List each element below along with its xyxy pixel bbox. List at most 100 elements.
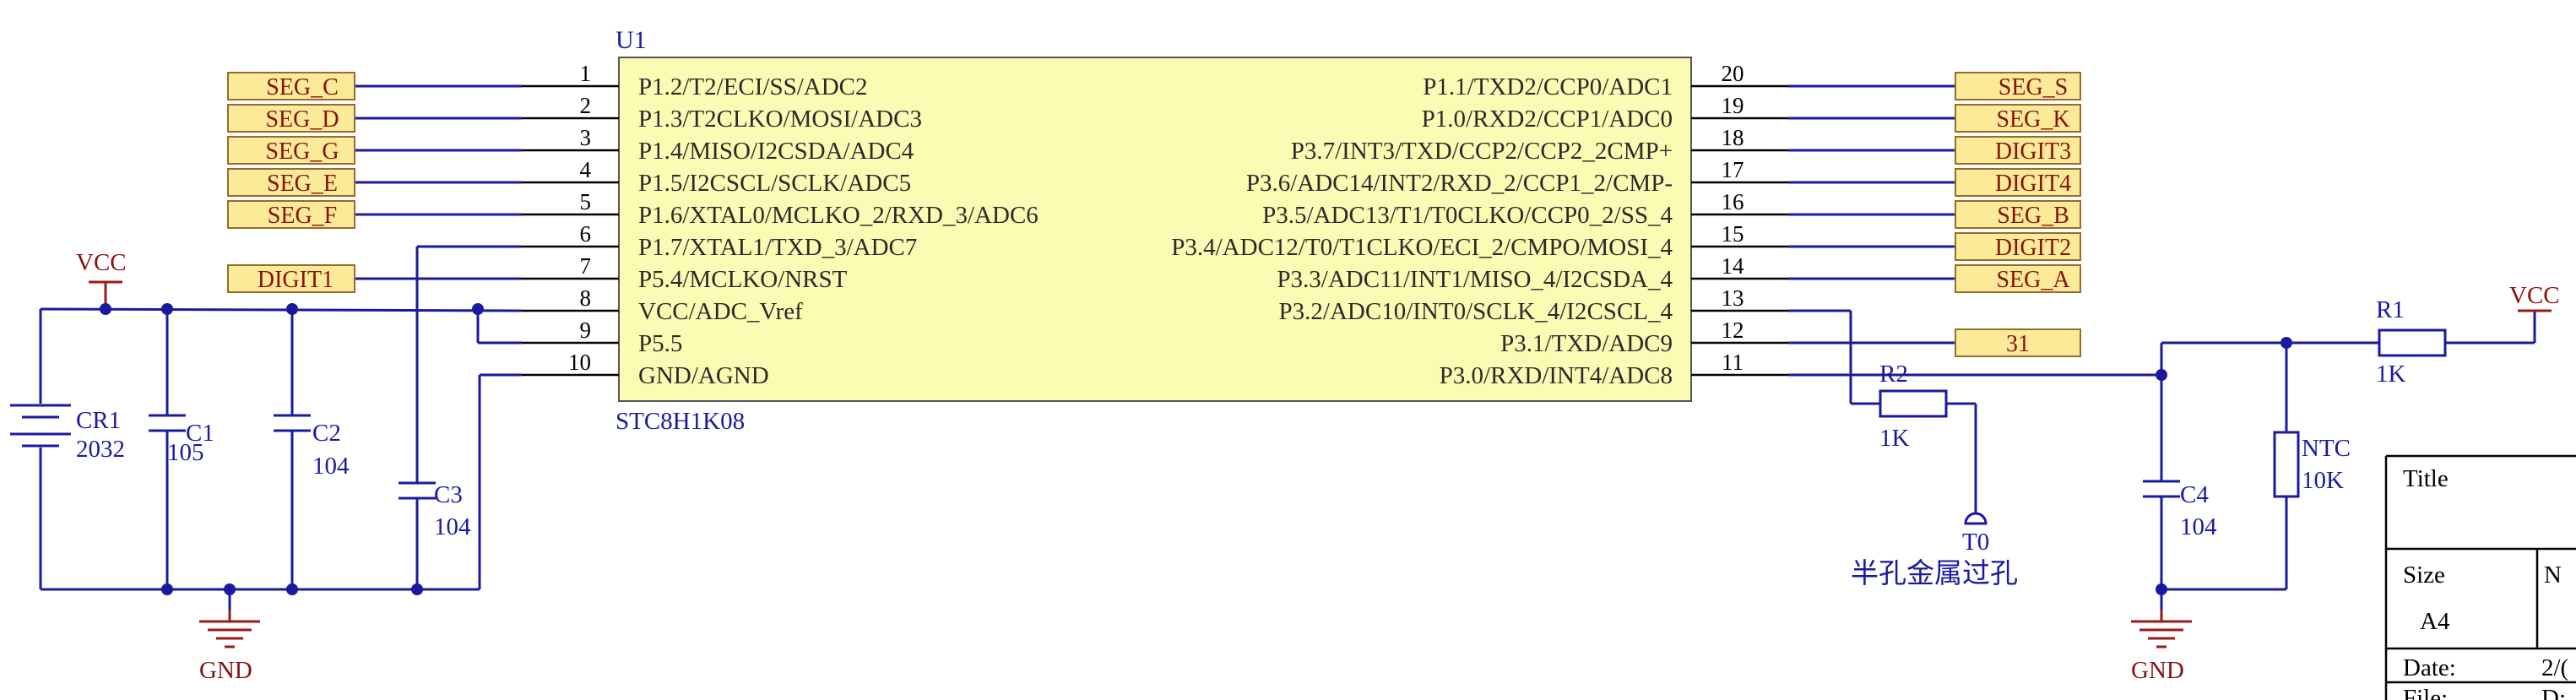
file-label: File: [2403,685,2448,700]
net-label-text: SEG_G [265,138,339,165]
file-value: D: [2541,685,2566,700]
net-label-box [1955,328,2081,357]
net-label-text: DIGIT4 [1995,171,2071,197]
pin-name: P5.5 [638,330,682,357]
pin-name: P3.2/ADC10/INT0/SCLK_4/I2CSCL_4 [1279,298,1673,325]
cr1-value: 2032 [76,436,125,463]
pin-name: P1.3/T2CLKO/MOSI/ADC3 [638,106,922,133]
capacitor-c2 [274,414,311,432]
pin-number: 11 [1722,350,1744,375]
pin-name: P1.1/TXD2/CCP0/ADC1 [1423,73,1673,100]
left-pin-names: P1.2/T2/ECI/SS/ADC2 P1.3/T2CLKO/MOSI/ADC… [638,73,1039,389]
right-pin-lines [1691,84,1788,377]
pin-name: P3.6/ADC14/INT2/RXD_2/CCP1_2/CMP- [1246,170,1673,197]
pin-number: 6 [580,221,592,247]
date-value: 2/( [2541,654,2568,681]
net-label-box [227,168,355,197]
resistor-r2 [1879,389,1948,418]
net-label-box [1955,104,2081,133]
left-net-labels: SEG_C SEG_D SEG_G SEG_E SEG_F DIGIT1 [227,72,522,293]
net-label-text: DIGIT1 [258,267,334,293]
net-label-text: SEG_E [267,171,338,197]
r2-ref: R2 [1879,361,1908,388]
capacitor-c1 [149,414,186,432]
c1-ref: C1 [186,420,214,447]
right-pin-names: P1.1/TXD2/CCP0/ADC1 P1.0/RXD2/CCP1/ADC0 … [1171,73,1673,389]
c1-value: 105 [167,439,204,466]
pin-name: P3.7/INT3/TXD/CCP2/CCP2_2CMP+ [1291,138,1673,165]
pin-number: 9 [580,317,592,343]
net-label-box [227,72,355,100]
net-label-box [1955,136,2081,165]
testpoint-t0-icon [1964,507,1988,525]
left-power-circuit: VCC [10,245,523,684]
pin-name: P3.5/ADC13/T1/T0CLKO/CCP0_2/SS_4 [1262,202,1673,229]
net-label-text: SEG_K [1996,106,2069,133]
junctions-right [2156,337,2292,595]
resistor-r1 [2378,328,2447,357]
c2-ref: C2 [312,420,341,447]
net-label-box [1955,168,2081,197]
pin-name: P1.7/XTAL1/TXD_3/ADC7 [638,234,917,261]
gnd-label-left: GND [199,657,252,684]
r2-value: 1K [1879,425,1910,452]
pin-number: 18 [1722,125,1744,150]
pin-number: 4 [580,157,592,182]
number-label: N [2544,562,2562,589]
net-label-box [227,136,355,165]
thermistor-ntc [2273,431,2300,498]
net-label-box [1955,200,2081,229]
pin-name: P1.4/MISO/I2CSDA/ADC4 [638,138,914,165]
title-block: Title Size A4 N Date: 2/( File: D: [2384,454,2576,700]
left-pin-lines [522,84,619,377]
t0-ref: T0 [1962,529,1989,556]
net-label-text: 31 [2006,331,2030,357]
capacitor-c4 [2143,480,2180,498]
vcc-label-right: VCC [2509,282,2560,309]
title-label: Title [2403,465,2449,492]
net-label-text: SEG_F [268,203,337,229]
date-label: Date: [2403,654,2456,681]
net-label-box [1955,264,2081,293]
net-label-box [1955,72,2081,100]
right-circuit: R2 1K T0 半孔金属过孔 R1 1K VCC C4 104 NTC 10K [1788,282,2560,684]
pin-name: P1.0/RXD2/CCP1/ADC0 [1422,106,1673,133]
vcc-label-left: VCC [76,249,127,276]
ic-u1: U1 STC8H1K08 [522,26,1788,435]
capacitor-c3 [399,481,436,500]
r1-ref: R1 [2376,296,2405,323]
right-pin-numbers: 20 19 18 17 16 15 14 13 12 11 [1722,61,1745,375]
net-label-box [1955,232,2081,261]
net-label-box [227,104,355,133]
left-pin-numbers: 1 2 3 4 5 6 7 8 9 10 [568,61,592,375]
right-net-labels: SEG_S SEG_K DIGIT3 DIGIT4 SEG_B DIGIT2 S… [1788,72,2081,357]
net-label-text: SEG_S [1998,74,2068,100]
pin-number: 19 [1722,93,1744,118]
c3-ref: C3 [434,481,463,508]
cr1-ref: CR1 [76,407,121,434]
pin-number: 5 [580,189,592,214]
pin-name: P3.0/RXD/INT4/ADC8 [1440,362,1673,389]
pin-number: 13 [1722,285,1744,311]
net-label-box [227,264,355,293]
net-label-text: DIGIT3 [1995,138,2071,165]
pin-number: 15 [1722,221,1744,247]
pin-number: 20 [1722,61,1744,86]
c4-ref: C4 [2180,481,2209,508]
pin-name: P3.3/ADC11/INT1/MISO_4/I2CSDA_4 [1277,266,1673,293]
size-value: A4 [2420,608,2450,635]
pin-number: 8 [580,285,592,311]
ntc-ref: NTC [2302,435,2351,462]
pin-number: 2 [580,93,592,118]
pin-number: 3 [580,125,592,150]
net-label-box [227,200,355,229]
ntc-value: 10K [2302,467,2344,494]
pin-name: P3.1/TXD/ADC9 [1500,330,1673,357]
net-label-text: SEG_D [265,106,339,133]
ic-body [618,57,1692,402]
pin-number: 14 [1722,253,1745,279]
pin-name: P1.5/I2CSCL/SCLK/ADC5 [638,170,911,197]
net-label-text: SEG_B [1997,203,2069,229]
ic-designator: U1 [616,26,647,54]
